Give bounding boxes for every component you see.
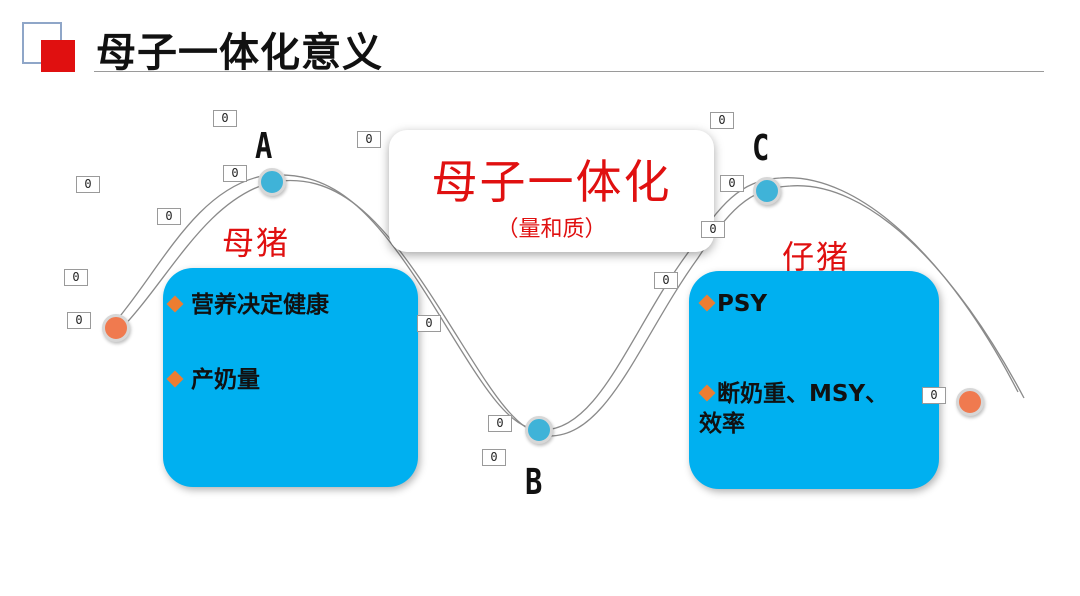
piglet-box: PSY 断奶重、MSY、 效率 bbox=[689, 271, 939, 489]
center-subtitle: （量和质） bbox=[496, 217, 607, 242]
sow-bullet-2-text: 产奶量 bbox=[191, 367, 260, 393]
piglet-label: 仔猪 bbox=[782, 238, 851, 276]
node-c bbox=[753, 177, 781, 205]
diamond-bullet-icon bbox=[166, 295, 184, 313]
diamond-bullet-icon bbox=[698, 294, 716, 312]
piglet-bullet-2-text: 断奶重、MSY、 bbox=[717, 381, 889, 407]
zero-placeholder: 0 bbox=[67, 312, 91, 329]
center-concept-box: 母子一体化 （量和质） bbox=[389, 130, 714, 252]
title-underline bbox=[94, 71, 1044, 72]
node-b bbox=[525, 416, 553, 444]
piglet-bullet-1-text: PSY bbox=[717, 291, 768, 317]
piglet-bullet-2: 断奶重、MSY、 效率 bbox=[698, 379, 889, 439]
zero-placeholder: 0 bbox=[720, 175, 744, 192]
zero-placeholder: 0 bbox=[213, 110, 237, 127]
node-a bbox=[258, 168, 286, 196]
zero-placeholder: 0 bbox=[482, 449, 506, 466]
sow-box: 营养决定健康 产奶量 bbox=[163, 268, 418, 487]
zero-placeholder: 0 bbox=[64, 269, 88, 286]
zero-placeholder: 0 bbox=[417, 315, 441, 332]
piglet-bullet-2-text-cont: 效率 bbox=[699, 411, 745, 437]
piglet-bullet-1: PSY bbox=[698, 289, 768, 319]
end-node bbox=[956, 388, 984, 416]
diamond-bullet-icon bbox=[698, 384, 716, 402]
sow-label: 母猪 bbox=[222, 224, 291, 262]
slide-title: 母子一体化意义 bbox=[96, 30, 383, 76]
zero-placeholder: 0 bbox=[76, 176, 100, 193]
zero-placeholder: 0 bbox=[654, 272, 678, 289]
zero-placeholder: 0 bbox=[922, 387, 946, 404]
zero-placeholder: 0 bbox=[357, 131, 381, 148]
center-title: 母子一体化 bbox=[431, 155, 672, 209]
point-label-c: C bbox=[752, 128, 770, 169]
sow-bullet-2: 产奶量 bbox=[165, 365, 260, 395]
diamond-bullet-icon bbox=[166, 370, 184, 388]
point-label-b: B bbox=[525, 462, 543, 503]
start-node bbox=[102, 314, 130, 342]
sow-bullet-1-text: 营养决定健康 bbox=[191, 292, 329, 318]
zero-placeholder: 0 bbox=[157, 208, 181, 225]
sow-bullet-1: 营养决定健康 bbox=[165, 290, 329, 320]
zero-placeholder: 0 bbox=[223, 165, 247, 182]
zero-placeholder: 0 bbox=[710, 112, 734, 129]
zero-placeholder: 0 bbox=[701, 221, 725, 238]
zero-placeholder: 0 bbox=[488, 415, 512, 432]
point-label-a: A bbox=[255, 126, 273, 167]
logo-red-square bbox=[41, 40, 75, 72]
